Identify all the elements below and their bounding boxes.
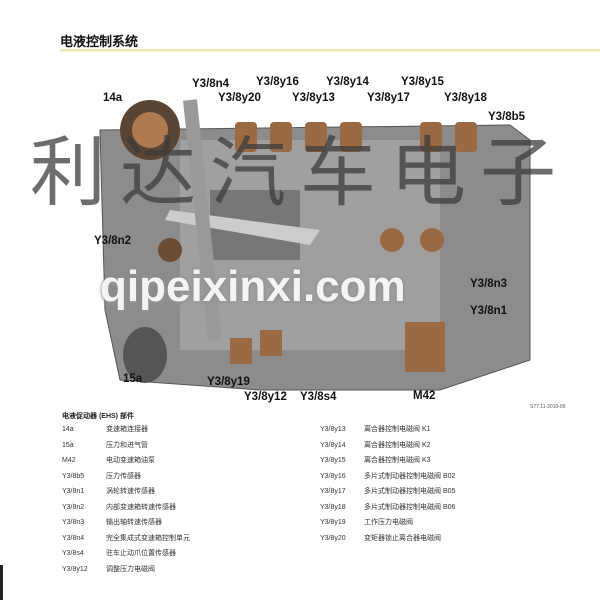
legend-code: Y3/8n2 <box>62 503 85 511</box>
legend-row: Y3/8n3 输出轴转速传感器 <box>62 518 162 527</box>
label-y3-8n3: Y3/8n3 <box>470 278 508 290</box>
legend-row: Y3/8y13 离合器控制电磁阀 K1 <box>320 425 431 434</box>
legend-row: Y3/8n1 涡轮转速传感器 <box>62 487 155 496</box>
legend-code: Y3/8y20 <box>320 534 346 542</box>
figure-reference-code: S77.11-2010-06 <box>530 404 566 410</box>
legend-description: 变矩器锁止离合器电磁阀 <box>364 534 441 542</box>
legend-row: Y3/8n2 内部变速箱转速传感器 <box>62 503 176 512</box>
label-y3-8y18: Y3/8y18 <box>444 92 487 104</box>
legend-code: Y3/8y14 <box>320 441 346 449</box>
legend-description: 离合器控制电磁阀 K1 <box>364 426 431 433</box>
legend-description: 调整压力电磁阀 <box>106 565 155 573</box>
legend-row: Y3/8b5 压力传感器 <box>62 472 141 481</box>
page-edge-mark <box>0 565 3 600</box>
legend-description: 驻车止动爪位置传感器 <box>106 550 176 557</box>
page-title: 电液控制系统 <box>60 34 139 49</box>
watermark-company: 利达汽车电子 <box>30 128 570 217</box>
legend-row: Y3/8y18 多片式制动器控制电磁阀 B06 <box>320 503 455 512</box>
legend-code: Y3/8b5 <box>62 472 85 480</box>
legend-row: 14a 变速箱连接器 <box>62 425 148 434</box>
legend-code: Y3/8n3 <box>62 519 85 526</box>
legend-code: Y3/8y19 <box>320 519 346 526</box>
legend-description: 离合器控制电磁阀 K3 <box>364 457 431 464</box>
label-y3-8y17: Y3/8y17 <box>367 92 410 104</box>
legend-row: M42 电动变速箱油泵 <box>62 456 155 465</box>
legend-code: Y3/8n4 <box>62 534 85 542</box>
legend-code: Y3/8y16 <box>320 472 346 480</box>
label-y3-8y15: Y3/8y15 <box>401 76 444 88</box>
watermark-url: qipeixinxi.com <box>100 262 406 311</box>
legend-description: 压力传感器 <box>106 472 141 480</box>
legend-code: 15a <box>62 441 74 449</box>
legend-code: Y3/8y15 <box>320 457 346 464</box>
label-y3-8y14: Y3/8y14 <box>326 76 369 88</box>
legend-row: Y3/8y14 离合器控制电磁阀 K2 <box>320 441 431 450</box>
label-y3-8y19: Y3/8y19 <box>207 376 250 388</box>
legend-description: 内部变速箱转速传感器 <box>106 503 176 511</box>
label-y3-8n2: Y3/8n2 <box>94 235 132 247</box>
label-y3-8n1: Y3/8n1 <box>470 305 508 317</box>
legend-description: 压力和进气管 <box>106 441 148 449</box>
legend-code: Y3/8n1 <box>62 488 85 495</box>
legend-code: M42 <box>62 457 76 464</box>
label-y3-8y12: Y3/8y12 <box>244 391 287 403</box>
legend-description: 电动变速箱油泵 <box>106 457 155 464</box>
legend-description: 多片式制动器控制电磁阀 B06 <box>364 503 456 511</box>
legend-description: 多片式制动器控制电磁阀 B02 <box>364 472 456 480</box>
label-y3-8s4: Y3/8s4 <box>300 391 337 403</box>
legend-description: 多片式制动器控制电磁阀 B05 <box>364 488 456 495</box>
legend-code: 14a <box>62 426 74 433</box>
legend-description: 输出轴转速传感器 <box>106 519 162 526</box>
legend-row: Y3/8y17 多片式制动器控制电磁阀 B05 <box>320 487 455 496</box>
label-14a: 14a <box>103 92 123 104</box>
label-y3-8b5: Y3/8b5 <box>488 111 526 123</box>
transmission-control-unit-illustration <box>60 60 560 400</box>
legend-row: Y3/8y20 变矩器锁止离合器电磁阀 <box>320 534 441 543</box>
label-y3-8y20: Y3/8y20 <box>218 92 261 104</box>
label-y3-8y13: Y3/8y13 <box>292 92 335 104</box>
legend-description: 完全集成式变速箱控制单元 <box>106 534 190 542</box>
legend-row: Y3/8y12 调整压力电磁阀 <box>62 565 155 574</box>
legend-code: Y3/8y18 <box>320 503 346 511</box>
label-y3-8y16: Y3/8y16 <box>256 76 299 88</box>
title-divider <box>60 49 600 52</box>
label-15a: 15a <box>123 373 143 385</box>
legend-description: 离合器控制电磁阀 K2 <box>364 441 431 449</box>
legend-description: 变速箱连接器 <box>106 426 148 433</box>
legend-row: Y3/8y15 离合器控制电磁阀 K3 <box>320 456 431 465</box>
legend-description: 涡轮转速传感器 <box>106 488 155 495</box>
legend-row: Y3/8n4 完全集成式变速箱控制单元 <box>62 534 190 543</box>
legend-heading: 电液促动器 (EHS) 部件 <box>62 413 134 420</box>
legend-description: 工作压力电磁阀 <box>364 519 413 526</box>
legend-row: 15a 压力和进气管 <box>62 441 148 450</box>
legend-row: Y3/8s4 驻车止动爪位置传感器 <box>62 549 176 558</box>
label-m42: M42 <box>413 390 436 402</box>
label-y3-8n4: Y3/8n4 <box>192 78 230 90</box>
legend-code: Y3/8y12 <box>62 565 88 573</box>
legend-row: Y3/8y19 工作压力电磁阀 <box>320 518 413 527</box>
legend-code: Y3/8y13 <box>320 426 346 433</box>
legend-code: Y3/8s4 <box>62 550 84 557</box>
legend-code: Y3/8y17 <box>320 488 346 495</box>
legend-row: Y3/8y16 多片式制动器控制电磁阀 B02 <box>320 472 455 481</box>
